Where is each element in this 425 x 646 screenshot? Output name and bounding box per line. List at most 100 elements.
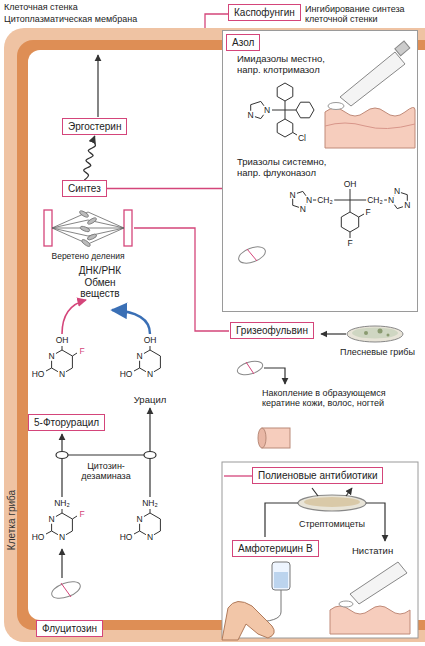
node-text: Синтез xyxy=(68,182,101,195)
skin-section xyxy=(328,103,344,110)
streptomyces-dish xyxy=(265,503,385,541)
spindle xyxy=(44,210,52,246)
atom-label: N xyxy=(393,187,401,196)
drug-box: Гризеофульвин xyxy=(230,322,314,339)
spindle xyxy=(124,210,132,246)
atom-label: HO xyxy=(119,533,134,542)
skin-roll xyxy=(258,428,290,448)
pill xyxy=(50,578,83,601)
pill xyxy=(61,583,71,597)
spindle xyxy=(79,210,90,218)
metabolic-arrows xyxy=(62,300,86,334)
atom-label: Cl xyxy=(297,134,307,143)
streptomyces-dish xyxy=(298,495,366,511)
annotation: Нистатин xyxy=(352,546,393,557)
chemical-structure xyxy=(309,189,391,238)
skin-section xyxy=(325,107,415,148)
infusion xyxy=(274,572,288,588)
ointment-tube xyxy=(340,52,405,106)
skin-section xyxy=(325,103,415,149)
chemical-structure xyxy=(277,119,293,137)
leader-lines xyxy=(98,14,252,476)
atom-label: F xyxy=(78,347,85,356)
spindle xyxy=(80,225,91,232)
annotation: Ингибирование синтеза клеточной стенки xyxy=(305,4,417,25)
mold-plate xyxy=(264,368,285,384)
annotation: Цитозин-дезаминаза xyxy=(74,461,138,482)
atom-label: N xyxy=(146,533,154,542)
metabolic-arrows xyxy=(61,549,62,578)
infusion xyxy=(222,562,290,640)
ointment-tube xyxy=(340,41,410,106)
atom-label: OH xyxy=(343,180,358,189)
chemical-structure xyxy=(272,101,297,135)
atom-label: N xyxy=(136,352,144,361)
chemical-structure xyxy=(341,212,358,232)
atom-label: NH₂ xyxy=(53,499,71,508)
spindle xyxy=(87,233,98,241)
connector xyxy=(84,136,96,180)
ointment-tube xyxy=(395,41,410,56)
atom-label: HO xyxy=(31,533,46,542)
pill xyxy=(236,359,264,377)
chemical-structure xyxy=(46,509,77,534)
mold-plate xyxy=(321,333,346,334)
metabolic-arrows xyxy=(56,452,68,459)
atom-label: F xyxy=(364,208,371,217)
chemical-structure xyxy=(277,83,293,101)
streptomyces-dish xyxy=(304,497,360,507)
connector xyxy=(107,188,222,189)
chemical-structure xyxy=(134,346,150,371)
annotation: ДНК/РНК Обмен веществ xyxy=(64,265,136,300)
chemical-structure xyxy=(46,83,407,537)
atom-label: N xyxy=(305,196,313,205)
infusion xyxy=(272,562,290,590)
atom-label: N xyxy=(387,196,395,205)
atom-label: N xyxy=(48,352,56,361)
substance-box: 5-Фторурацил xyxy=(28,414,105,431)
azole-panel: Имидазолы местно, напр. клотримазолТриаз… xyxy=(222,30,418,312)
atom-label: CH₂ xyxy=(366,196,384,205)
node-text: Флуцитозин xyxy=(42,622,97,635)
pill xyxy=(236,244,267,267)
mold-plate xyxy=(347,326,403,342)
mold-plate xyxy=(352,328,398,339)
atom-label: N xyxy=(146,370,154,379)
metabolic-arrows xyxy=(56,300,156,578)
atom-label: N xyxy=(289,190,297,199)
annotation: Клеточная стенка xyxy=(4,2,78,12)
node-text: Триазолы системно, напр. флуконазол xyxy=(237,156,342,179)
streptomyces-dish xyxy=(265,488,385,541)
ointment-tube xyxy=(330,606,410,634)
leader-lines xyxy=(205,14,228,28)
atom-label: CH₂ xyxy=(316,196,334,205)
spindle xyxy=(44,210,132,248)
annotation: Веретено деления xyxy=(51,252,124,262)
drug-box: Амфотерицин B xyxy=(232,540,319,557)
annotation: Плесневые грибы xyxy=(340,347,420,357)
ointment-tube xyxy=(350,562,407,604)
atom-label: N xyxy=(263,106,271,115)
spindle xyxy=(81,238,91,247)
atom-label: N xyxy=(403,201,411,210)
mold-plate xyxy=(378,329,383,334)
atom-label: OH xyxy=(143,336,158,345)
metabolic-arrows xyxy=(144,452,156,459)
chemical-structure xyxy=(296,102,314,118)
atom-label: HO xyxy=(119,370,134,379)
metabolic-arrows xyxy=(112,310,150,334)
atom-label: N xyxy=(48,515,56,524)
pill xyxy=(246,362,254,374)
mold-plate xyxy=(364,331,368,335)
ointment-tube xyxy=(330,562,410,634)
annotation: Урацил xyxy=(134,395,166,406)
drug-panels xyxy=(222,30,418,312)
node-text: 5-Фторурацил xyxy=(34,416,99,429)
drug-panels xyxy=(222,30,418,638)
node-text: Эргостерин xyxy=(68,120,121,133)
node-text: Клетка гриба xyxy=(6,490,17,550)
metabolic-arrows xyxy=(61,434,62,497)
atom-label: N xyxy=(247,111,255,120)
atom-label: F xyxy=(346,239,353,248)
